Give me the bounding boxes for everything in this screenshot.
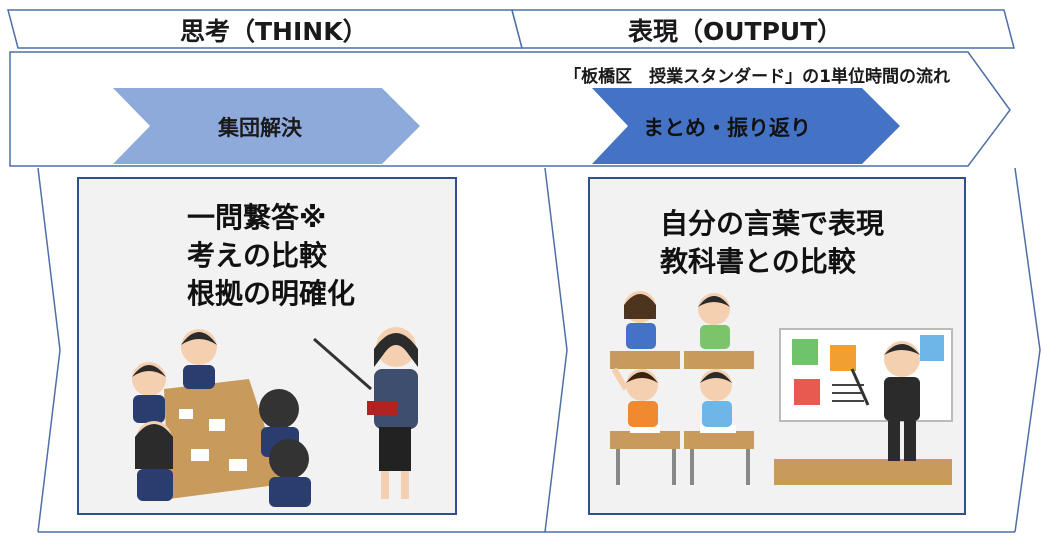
think-line-1: 一問繋答※	[187, 201, 327, 234]
teacher-icon	[850, 341, 920, 461]
group-solution-label: 集団解決	[218, 116, 302, 140]
output-panel: 自分の言葉で表現 教科書との比較	[588, 177, 966, 515]
think-panel: 一問繋答※ 考えの比較 根拠の明確化	[77, 177, 457, 515]
output-column-outline	[1014, 167, 1041, 533]
think-line-3: 根拠の明確化	[187, 277, 356, 310]
column-divider	[544, 167, 568, 533]
output-line-1: 自分の言葉で表現	[660, 207, 885, 240]
think-header: 思考（THINK）	[180, 17, 368, 46]
student-icon	[135, 421, 173, 501]
think-line-2: 考えの比較	[187, 239, 328, 272]
think-column-outline	[37, 167, 61, 533]
output-header-band	[511, 9, 1015, 49]
think-text: 一問繋答※ 考えの比較 根拠の明確化	[187, 199, 355, 313]
student-icon	[269, 439, 311, 507]
output-header: 表現（OUTPUT）	[628, 17, 843, 46]
subtitle: 「板橋区 授業スタンダード」の1単位時間の流れ	[564, 67, 950, 87]
summary-reflection-label: まとめ・振り返り	[643, 116, 811, 140]
group-discussion-illustration	[132, 327, 418, 507]
student-icon	[698, 293, 730, 349]
classroom-illustration	[610, 291, 953, 485]
student-icon	[611, 367, 658, 427]
summary-reflection-chevron	[592, 88, 900, 164]
teacher-icon	[313, 327, 418, 499]
output-text: 自分の言葉で表現 教科書との比較	[660, 205, 884, 281]
student-icon	[624, 291, 656, 349]
output-line-2: 教科書との比較	[660, 245, 856, 278]
student-icon	[181, 329, 217, 389]
student-icon	[132, 362, 166, 423]
student-icon	[700, 369, 732, 427]
group-solution-chevron	[113, 88, 420, 164]
